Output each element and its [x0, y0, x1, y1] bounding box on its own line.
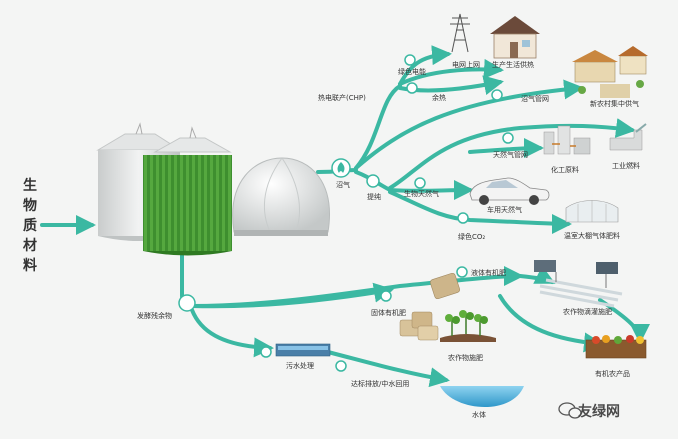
- flow-vehicle: [388, 180, 474, 201]
- label-greenhouse: 温室大棚气体肥料: [564, 232, 620, 240]
- sewage-tank-icon: [275, 343, 331, 357]
- flow-sewage: [190, 308, 274, 358]
- label-organic-produce: 有机农产品: [595, 370, 630, 378]
- label-char: 物: [23, 198, 37, 214]
- water-body-icon: [440, 386, 524, 408]
- label-drip: 农作物滴灌施肥: [563, 308, 612, 316]
- flow-home-heat: [398, 58, 504, 86]
- village-icon: [572, 46, 648, 98]
- label-char: 材: [23, 238, 37, 254]
- node-liquid-fert: [456, 266, 468, 278]
- green-digester-tank: [143, 155, 232, 256]
- biomass-material-label: 生 物 质 材 料: [22, 176, 38, 276]
- node-ng-network: [502, 132, 514, 144]
- label-biogas: 沼气: [336, 181, 350, 189]
- label-char: 质: [23, 218, 37, 234]
- flow-ng-network: [388, 118, 636, 190]
- house-icon: [490, 16, 540, 59]
- flow-produce: [498, 294, 604, 353]
- flow-residue-up: [190, 266, 524, 308]
- node-solid-fert: [380, 290, 392, 302]
- biogas-dome: [232, 157, 330, 236]
- flow-reuse: [318, 348, 450, 388]
- label-char: 生: [23, 178, 37, 194]
- label-purify: 提纯: [367, 193, 381, 201]
- label-biogas-network: 沼气管网: [521, 95, 549, 103]
- label-grid: 电网上网: [452, 61, 480, 69]
- label-liquid-fert: 液体有机肥: [471, 269, 506, 277]
- watermark-text: 友绿网: [578, 404, 620, 420]
- produce-crates-icon: [585, 335, 647, 359]
- flame-icon: [337, 162, 345, 173]
- label-waste-heat: 余热: [432, 94, 446, 102]
- label-water: 水体: [472, 411, 486, 419]
- node-green-power: [404, 54, 416, 66]
- fertilizer-bag-icon: [430, 272, 460, 300]
- label-crop-fert: 农作物施肥: [448, 354, 483, 362]
- node-purify: [366, 174, 380, 188]
- label-bio-ng: 生物天然气: [404, 190, 439, 198]
- flow-solid-fert: [190, 282, 394, 309]
- node-co2: [457, 212, 469, 224]
- flow-chem: [468, 138, 544, 159]
- label-reuse: 达标排放/中水回用: [351, 380, 410, 388]
- label-residue: 发酵残余物: [137, 312, 172, 320]
- fertilizer-sacks-icon: [399, 311, 439, 341]
- label-green-co2: 绿色CO₂: [458, 233, 486, 241]
- label-home-heat: 生产生活供热: [492, 61, 534, 69]
- crop-plants-icon: [440, 310, 496, 342]
- power-tower-icon: [450, 13, 470, 53]
- label-ng-network: 天然气管网: [493, 151, 528, 159]
- flow-biogas-network: [354, 79, 584, 170]
- node-waste-heat: [406, 82, 418, 94]
- node-bio-ng: [414, 177, 426, 189]
- label-solid-fert: 固体有机肥: [371, 309, 406, 317]
- wechat-icon: [558, 402, 582, 419]
- flow-chp: [354, 84, 402, 170]
- label-char: 料: [23, 258, 37, 274]
- flow-co2: [388, 190, 572, 234]
- label-vehicle-ng: 车用天然气: [487, 206, 522, 214]
- chemical-plant-icon: [543, 125, 591, 155]
- drip-irrigation-icon: [534, 260, 623, 308]
- node-sewage: [260, 346, 272, 358]
- label-industrial-fuel: 工业燃料: [612, 162, 640, 170]
- flow-green-power: [398, 45, 452, 86]
- node-reuse: [335, 360, 347, 372]
- grey-storage-tank-2: [153, 126, 232, 153]
- industrial-fuel-icon: [609, 123, 647, 151]
- greenhouse-icon: [565, 200, 619, 223]
- label-green-power: 绿色电能: [398, 68, 426, 76]
- label-chp: 热电联产(CHP): [318, 94, 366, 102]
- label-sewage: 污水处理: [286, 362, 314, 370]
- node-biogas-network: [491, 89, 503, 101]
- car-icon: [469, 177, 550, 205]
- node-residue: [178, 294, 196, 312]
- label-village-gas: 新农村集中供气: [590, 100, 639, 108]
- label-chem-raw: 化工原料: [551, 166, 579, 174]
